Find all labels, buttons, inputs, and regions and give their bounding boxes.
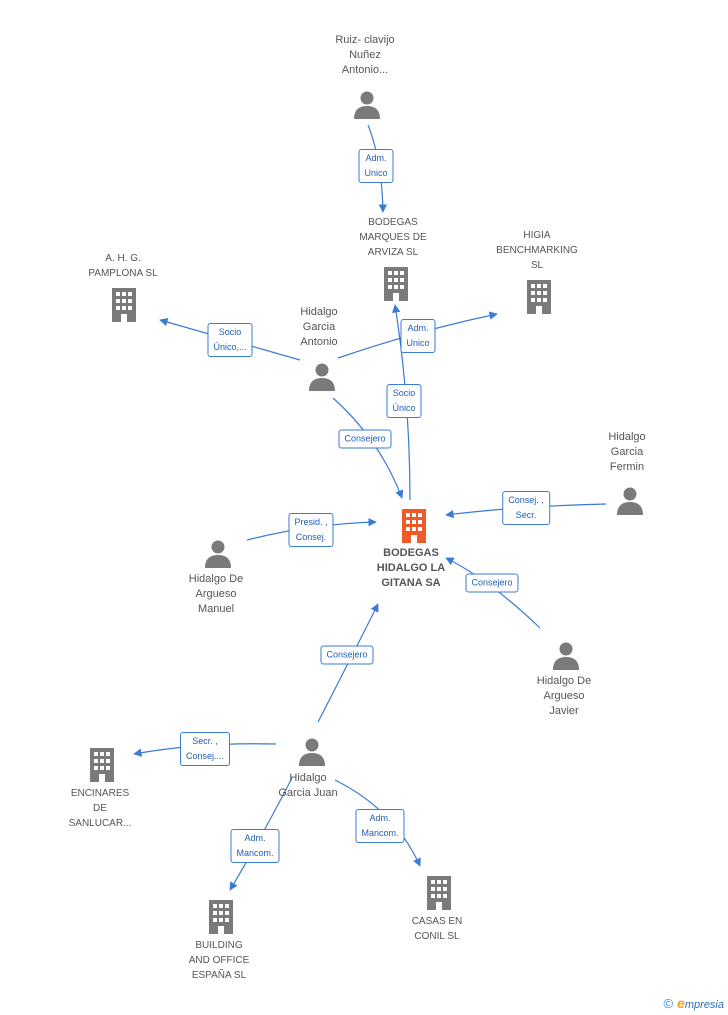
person-icon[interactable] — [617, 487, 643, 516]
edge-label-consejero[interactable]: Consejero — [338, 429, 392, 449]
edge-label-consej-secr[interactable]: Consej. ,Secr. — [502, 491, 550, 525]
building-icon[interactable] — [384, 267, 408, 301]
person-icon[interactable] — [299, 738, 325, 767]
building-icon[interactable] — [112, 288, 136, 322]
building-icon[interactable] — [527, 280, 551, 314]
brand-name: empresia — [677, 995, 724, 1011]
edge-label-secr-consej[interactable]: Secr. ,Consej.... — [179, 732, 231, 766]
building-icon[interactable] — [90, 748, 114, 782]
building-icon[interactable] — [427, 876, 451, 910]
footer-brand[interactable]: © empresia — [663, 995, 724, 1011]
building-icon[interactable] — [402, 509, 426, 543]
copyright-icon: © — [663, 995, 674, 1011]
edge-label-adm-unico[interactable]: Adm.Unico — [400, 319, 436, 353]
edge-label-adm-unico[interactable]: Adm.Unico — [358, 149, 394, 183]
node-label-ahg-pamplona[interactable]: A. H. G.PAMPLONA SL — [88, 253, 158, 279]
person-icon[interactable] — [205, 540, 231, 569]
edge-label-adm-mancom[interactable]: Adm.Mancom. — [230, 829, 280, 863]
person-icon[interactable] — [553, 642, 579, 671]
edge-label-consejero[interactable]: Consejero — [465, 573, 519, 593]
edge-label-consejero[interactable]: Consejero — [320, 645, 374, 665]
edge-label-presid-consej[interactable]: Presid. ,Consej. — [288, 513, 334, 547]
person-icon[interactable] — [309, 363, 335, 392]
person-icon[interactable] — [354, 91, 380, 120]
edge-line — [445, 557, 541, 629]
edge-label-adm-mancom[interactable]: Adm.Mancom. — [355, 809, 405, 843]
building-icon[interactable] — [209, 900, 233, 934]
